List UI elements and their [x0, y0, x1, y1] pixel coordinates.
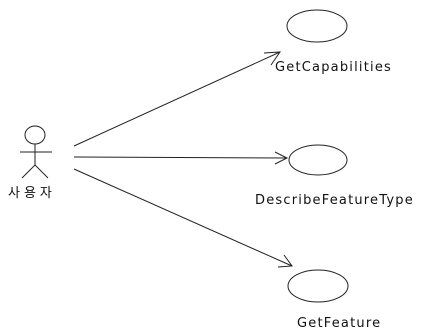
actor-label: 사용자	[8, 186, 56, 201]
use-case-label-getcapabilities: GetCapabilities	[275, 60, 392, 75]
use-case-ellipse-getfeature	[287, 269, 349, 303]
use-case-label-getfeature: GetFeature	[297, 316, 382, 331]
actor-head	[24, 125, 46, 145]
arrowhead-getcapabilities	[263, 51, 281, 66]
association-getcapabilities	[73, 51, 281, 147]
use-case-ellipse-getcapabilities	[286, 9, 348, 43]
actor-figure	[20, 125, 52, 179]
arrowhead-describefeaturetype	[274, 151, 289, 165]
use-case-ellipse-describefeaturetype	[288, 144, 348, 176]
association-getfeature	[73, 168, 293, 267]
arrowhead-getfeature	[277, 254, 293, 268]
actor-left-leg	[21, 164, 36, 179]
use-case-label-describefeaturetype: DescribeFeatureType	[255, 193, 414, 208]
actor-right-leg	[34, 164, 49, 179]
association-describefeaturetype	[73, 156, 288, 159]
